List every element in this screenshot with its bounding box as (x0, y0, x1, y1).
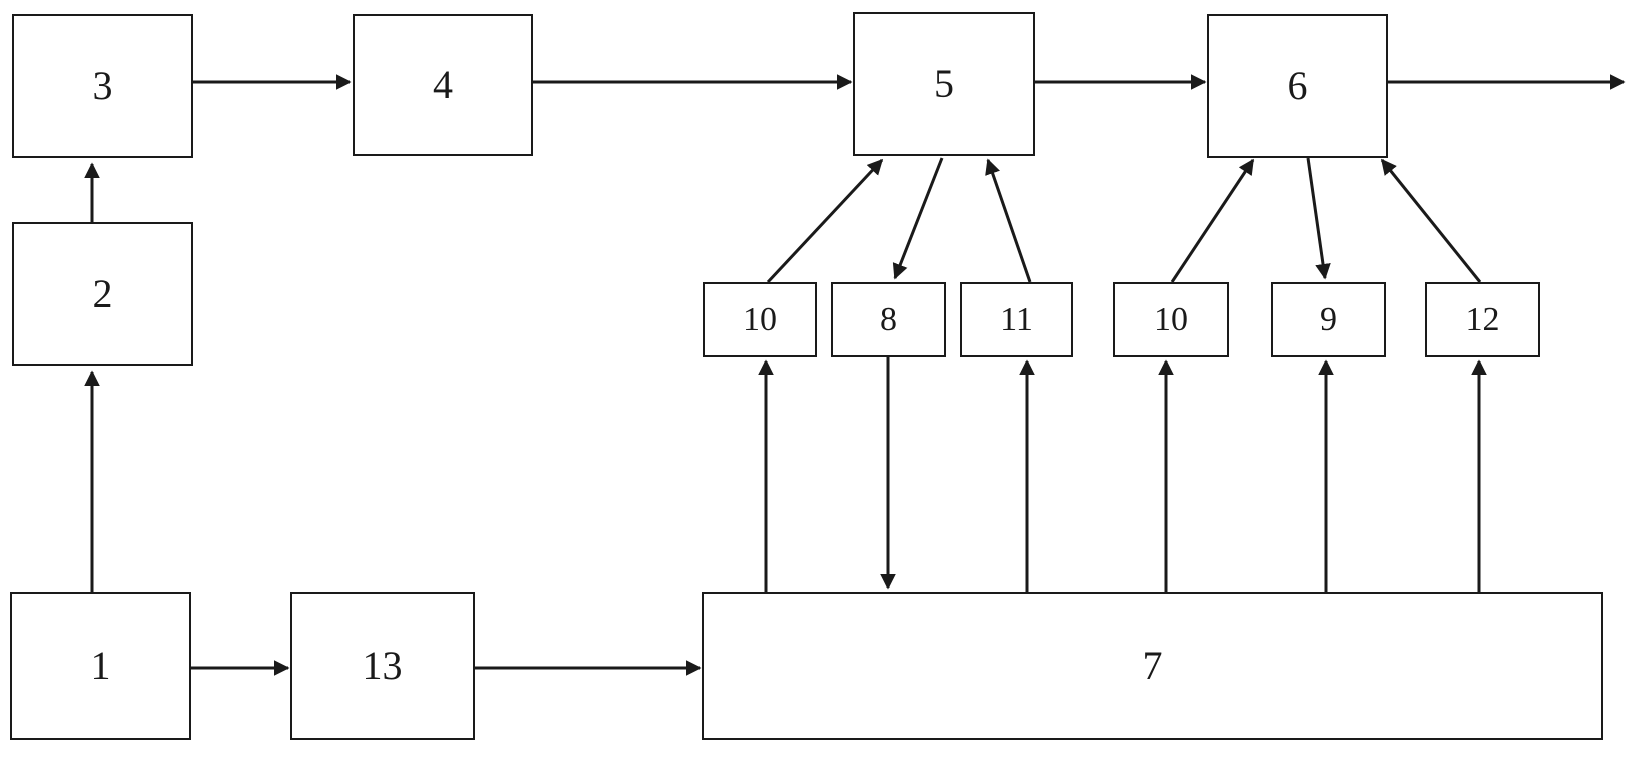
node-label-9: 9 (1320, 300, 1337, 338)
edge-11-to-5 (985, 158, 1032, 283)
node-label-10-right: 10 (1154, 300, 1188, 338)
node-label-11: 11 (1000, 300, 1033, 338)
node-box-11[interactable]: 11 (960, 282, 1073, 357)
edge-12-to-6 (1380, 158, 1482, 283)
node-box-1[interactable]: 1 (10, 592, 191, 740)
node-label-7: 7 (1142, 643, 1163, 688)
edge-10b-to-6 (1170, 158, 1255, 283)
node-box-8[interactable]: 8 (831, 282, 946, 357)
node-label-1: 1 (90, 643, 111, 688)
node-box-10-left[interactable]: 10 (703, 282, 817, 357)
node-label-10-left: 10 (743, 300, 777, 338)
node-label-2: 2 (92, 271, 113, 316)
node-label-8: 8 (880, 300, 897, 338)
node-box-13[interactable]: 13 (290, 592, 475, 740)
node-box-7[interactable]: 7 (702, 592, 1603, 740)
node-box-4[interactable]: 4 (353, 14, 533, 156)
node-label-6: 6 (1287, 63, 1308, 108)
edge-5-to-8 (892, 157, 944, 280)
node-label-12: 12 (1465, 300, 1500, 338)
edge-10a-to-5 (766, 158, 884, 284)
node-label-3: 3 (92, 63, 113, 108)
node-box-3[interactable]: 3 (12, 14, 193, 158)
node-box-9[interactable]: 9 (1271, 282, 1386, 357)
node-box-2[interactable]: 2 (12, 222, 193, 366)
node-box-6[interactable]: 6 (1207, 14, 1388, 158)
node-box-5[interactable]: 5 (853, 12, 1035, 156)
node-box-10-right[interactable]: 10 (1113, 282, 1229, 357)
node-label-13: 13 (362, 643, 403, 688)
node-label-5: 5 (934, 61, 954, 106)
node-label-4: 4 (433, 62, 453, 107)
edge-6-to-9 (1306, 157, 1331, 280)
node-box-12[interactable]: 12 (1425, 282, 1540, 357)
